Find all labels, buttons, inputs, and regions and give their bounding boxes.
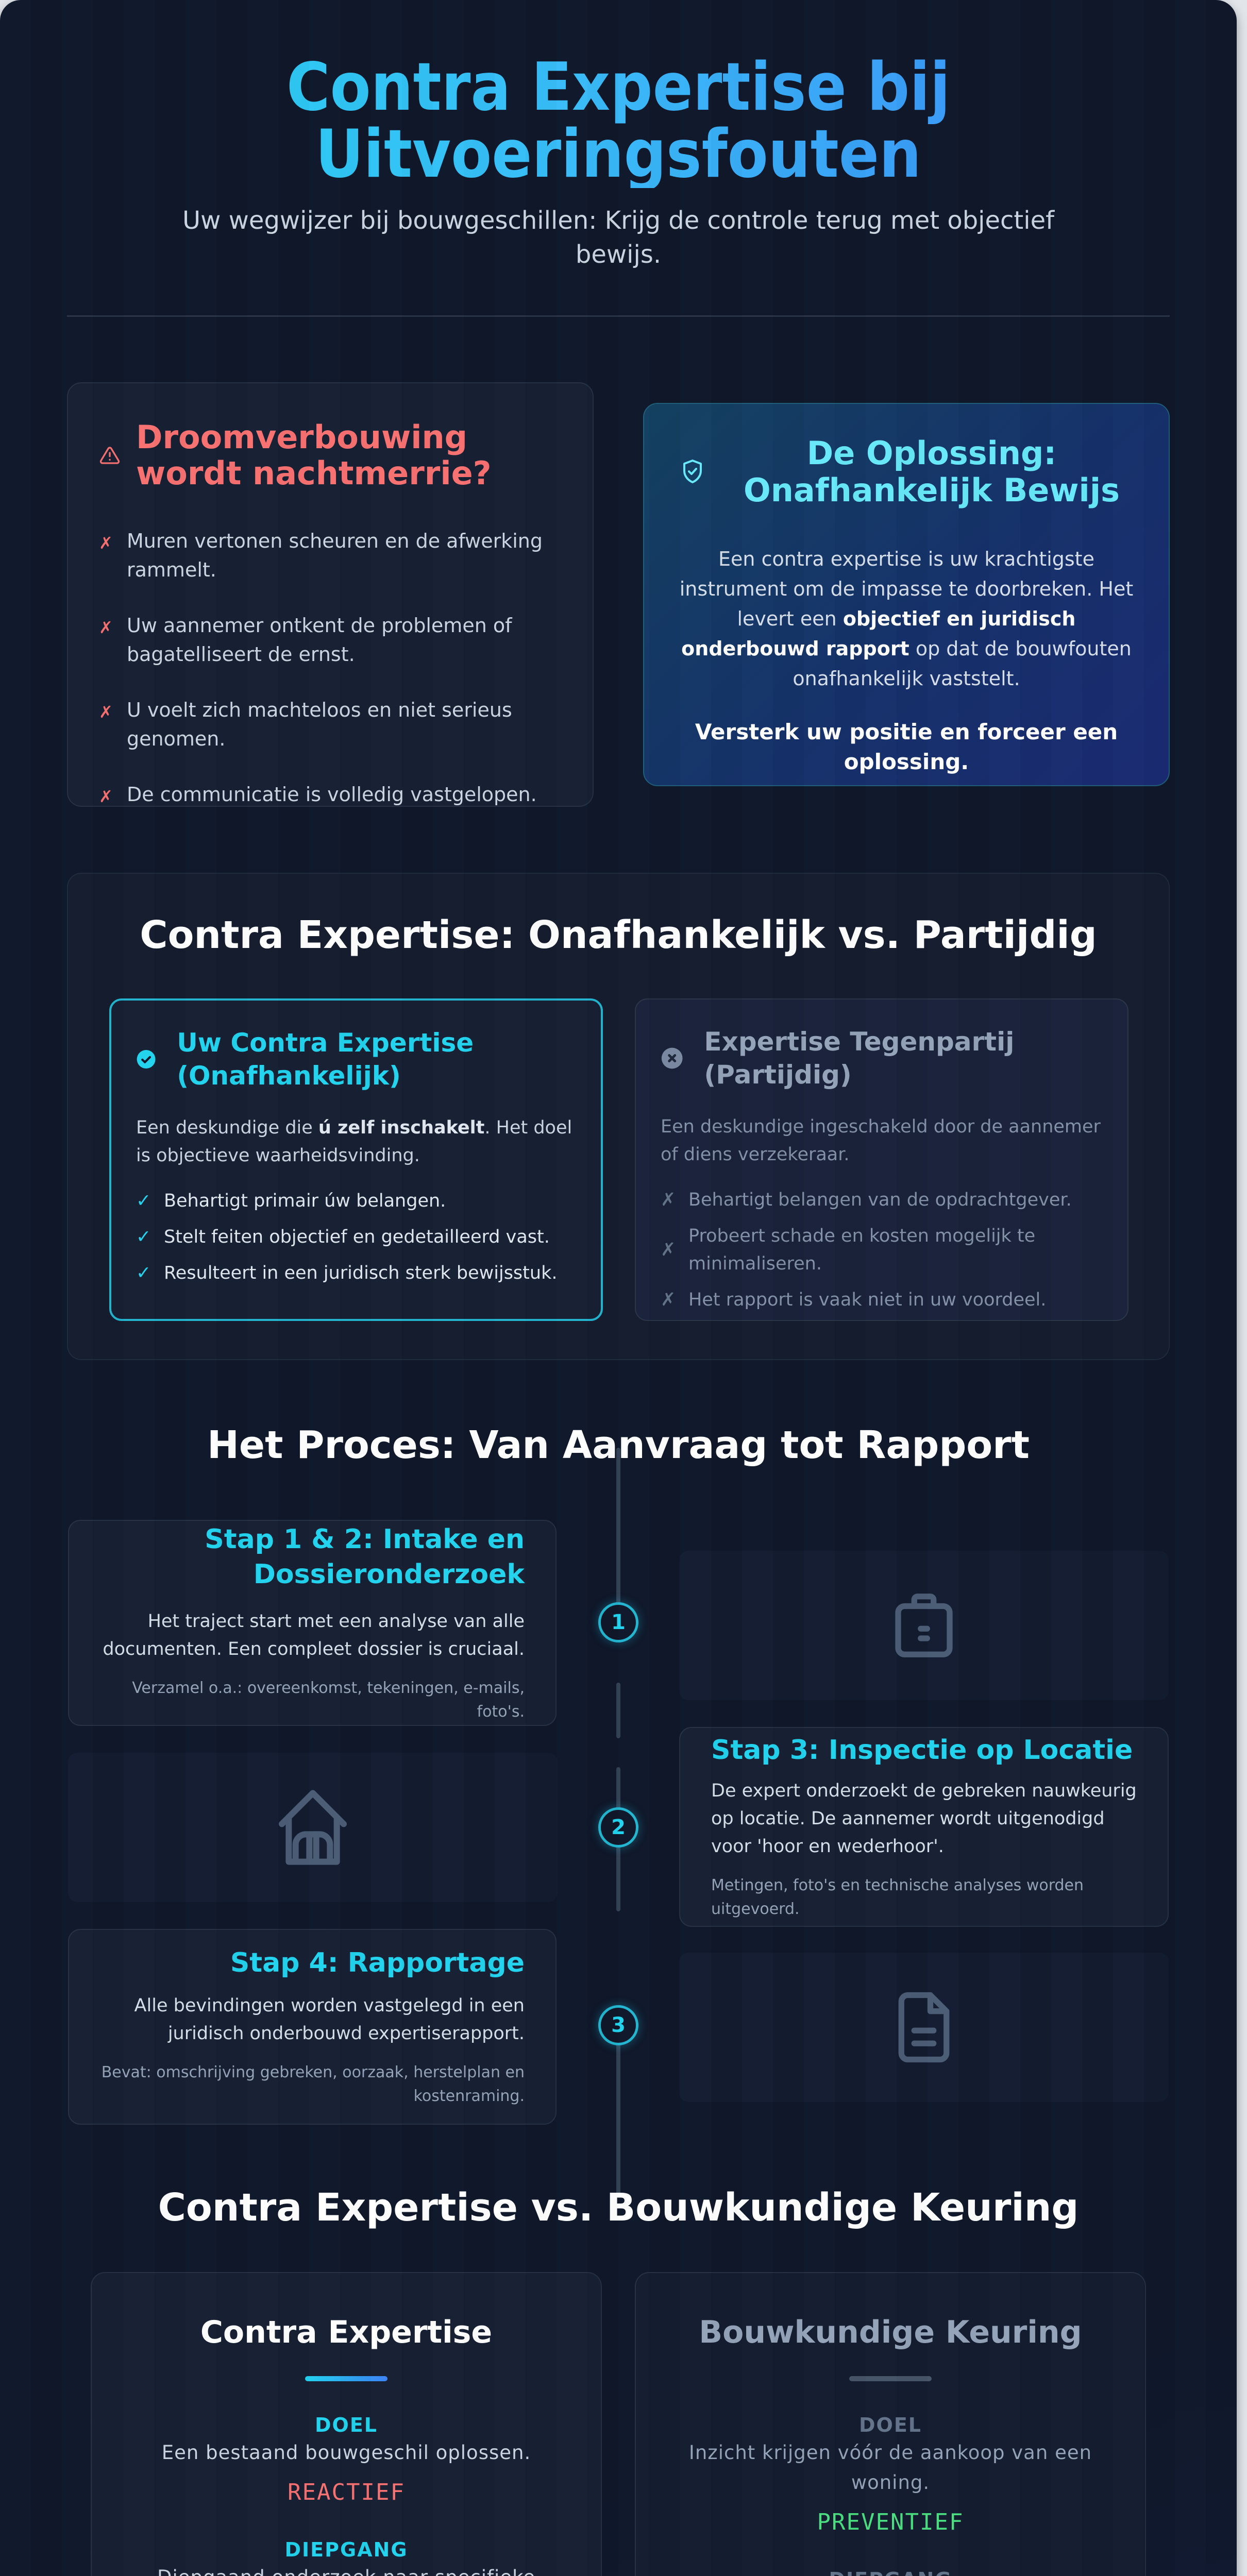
x-mark-icon: ✗: [99, 787, 113, 806]
check-mark-icon: ✓: [136, 1191, 151, 1211]
solution-emphasis: objectief en juridisch onderbouwd rappor…: [681, 607, 1076, 660]
solution-card: De Oplossing: Onafhankelijk Bewijs Een c…: [643, 403, 1170, 786]
title-line-1: Contra Expertise bij: [286, 49, 951, 126]
doel-label: DOEL: [314, 2414, 378, 2436]
timeline-connector: [616, 1683, 620, 1738]
problem-list: ✗Muren vertonen scheuren en de afwerking…: [99, 527, 562, 813]
x-mark-icon: ✗: [99, 702, 113, 722]
timeline-connector: [616, 1448, 620, 1618]
diepgang-label: DIEPGANG: [284, 2538, 408, 2561]
solution-body: Een contra expertise is uw krachtigste i…: [679, 548, 1134, 690]
partisan-item: ✗Behartigt belangen van de opdrachtgever…: [661, 1186, 1103, 1214]
step-title: Stap 4: Rapportage: [230, 1947, 525, 1978]
independent-item: ✓Behartigt primair úw belangen.: [136, 1187, 576, 1215]
preventief-tag: PREVENTIEF: [817, 2509, 964, 2535]
shield-check-icon: [683, 460, 702, 483]
timeline-connector: [616, 2020, 620, 2195]
independent-item: ✓Resulteert in een juridisch sterk bewij…: [136, 1259, 576, 1287]
step-number-badge: 1: [598, 1602, 638, 1642]
title-underline: [305, 2376, 387, 2381]
warning-triangle-icon: [99, 447, 120, 464]
process-step-3-card: Stap 4: Rapportage Alle bevindingen word…: [68, 1929, 557, 2125]
independent-title: Uw Contra Expertise (Onafhankelijk): [177, 1028, 474, 1091]
problem-item: ✗Uw aannemer ontkent de problemen of bag…: [99, 611, 562, 669]
contra-expertise-card: Contra Expertise DOEL Een bestaand bouwg…: [91, 2272, 602, 2576]
problem-item: ✗Muren vertonen scheuren en de afwerking…: [99, 527, 562, 584]
doel-text: Een bestaand bouwgeschil oplossen.: [161, 2442, 531, 2464]
step-2-icon-panel: [68, 1753, 558, 1902]
solution-title: De Oplossing: Onafhankelijk Bewijs: [744, 434, 1120, 509]
document-icon: [898, 1992, 950, 2063]
section-title-independent-vs-partisan: Contra Expertise: Onafhankelijk vs. Part…: [140, 913, 1097, 957]
house-icon: [279, 1790, 347, 1865]
title-underline: [849, 2376, 932, 2381]
independent-desc: Een deskundige die ú zelf inschakelt. He…: [136, 1117, 572, 1166]
step-desc: Alle bevindingen worden vastgelegd in ee…: [134, 1995, 525, 2044]
problem-item: ✗U voelt zich machteloos en niet serieus…: [99, 696, 562, 753]
independent-item: ✓Stelt feiten objectief en gedetailleerd…: [136, 1223, 576, 1251]
x-mark-icon: ✗: [99, 533, 113, 553]
partisan-expertise-card: Expertise Tegenpartij (Partijdig) Een de…: [635, 998, 1128, 1321]
step-number-badge: 2: [598, 1807, 638, 1848]
problem-item: ✗De communicatie is volledig vastgelopen…: [99, 780, 562, 813]
x-mark-icon: ✗: [661, 1290, 676, 1310]
step-desc: De expert onderzoekt de gebreken nauwkeu…: [711, 1781, 1137, 1857]
step-note: Metingen, foto's en technische analyses …: [711, 1876, 1084, 1918]
step-3-icon-panel: [679, 1953, 1169, 2102]
page-subtitle: Uw wegwijzer bij bouwgeschillen: Krijg d…: [182, 206, 1054, 269]
title-line-2: Uitvoeringsfouten: [315, 116, 921, 193]
check-mark-icon: ✓: [136, 1227, 151, 1247]
partisan-desc: Een deskundige ingeschakeld door de aann…: [661, 1116, 1101, 1165]
step-note: Verzamel o.a.: overeenkomst, tekeningen,…: [132, 1679, 525, 1721]
partisan-item: ✗Het rapport is vaak niet in uw voordeel…: [661, 1286, 1103, 1314]
check-mark-icon: ✓: [136, 1263, 151, 1283]
doel-text: Inzicht krijgen vóór de aankoop van een …: [688, 2442, 1092, 2494]
x-mark-icon: ✗: [99, 618, 113, 637]
section-title-comparison: Contra Expertise vs. Bouwkundige Keuring: [158, 2185, 1079, 2230]
process-step-1-card: Stap 1 & 2: Intake en Dossieronderzoek H…: [68, 1520, 557, 1726]
x-mark-icon: ✗: [661, 1190, 676, 1210]
problem-card: Droomverbouwing wordt nachtmerrie? ✗Mure…: [67, 382, 594, 807]
page-title: Contra Expertise bij Uitvoeringsfouten: [0, 54, 1237, 188]
step-title: Stap 3: Inspectie op Locatie: [711, 1735, 1133, 1766]
x-circle-icon: [661, 1047, 683, 1069]
step-number-badge: 3: [598, 2005, 638, 2045]
step-desc: Het traject start met een analyse van al…: [103, 1611, 525, 1659]
x-mark-icon: ✗: [661, 1240, 676, 1260]
diepgang-text: Diepgaand onderzoek naar specifieke gebr…: [112, 2563, 580, 2576]
step-note: Bevat: omschrijving gebreken, oorzaak, h…: [101, 2063, 525, 2105]
keuring-title: Bouwkundige Keuring: [699, 2314, 1082, 2350]
bouwkundige-keuring-card: Bouwkundige Keuring DOEL Inzicht krijgen…: [635, 2272, 1146, 2576]
problem-title: Droomverbouwing wordt nachtmerrie?: [136, 418, 492, 492]
contra-title: Contra Expertise: [200, 2314, 493, 2350]
folder-archive-icon: [895, 1594, 953, 1657]
independent-expertise-card: Uw Contra Expertise (Onafhankelijk) Een …: [109, 998, 603, 1321]
diepgang-label: DIEPGANG: [656, 2567, 1124, 2576]
partisan-item: ✗Probeert schade en kosten mogelijk te m…: [661, 1226, 1036, 1274]
header-divider: [67, 315, 1170, 317]
doel-label: DOEL: [858, 2414, 922, 2436]
reactief-tag: REACTIEF: [288, 2479, 405, 2505]
process-step-2-card: Stap 3: Inspectie op Locatie De expert o…: [679, 1727, 1169, 1927]
solution-cta: Versterk uw positie en forceer een oplos…: [695, 719, 1118, 774]
independent-list: ✓Behartigt primair úw belangen. ✓Stelt f…: [136, 1187, 576, 1287]
check-circle-icon: [137, 1050, 156, 1069]
partisan-title: Expertise Tegenpartij (Partijdig): [704, 1027, 1015, 1090]
step-1-icon-panel: [679, 1551, 1169, 1700]
step-title: Stap 1 & 2: Intake en Dossieronderzoek: [205, 1524, 525, 1590]
partisan-list: ✗Behartigt belangen van de opdrachtgever…: [661, 1186, 1103, 1314]
